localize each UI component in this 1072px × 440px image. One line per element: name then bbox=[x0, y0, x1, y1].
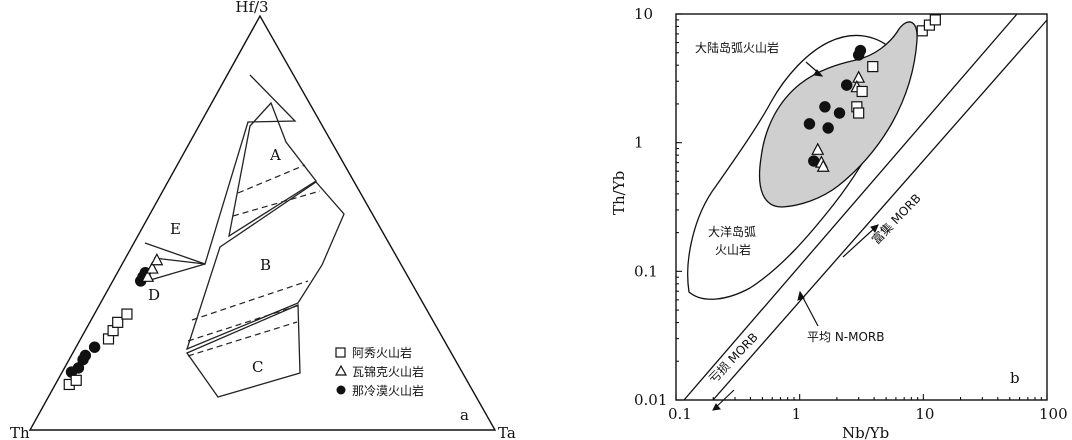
ternary-point-square-16 bbox=[121, 308, 133, 320]
scatter-point-circle-0-4 bbox=[833, 107, 846, 119]
field-a-dash-1 bbox=[237, 164, 306, 194]
scatter-point-circle-0-5 bbox=[803, 118, 816, 130]
y-tick-label-2: 1 bbox=[634, 134, 644, 152]
ternary-point-triangle-8 bbox=[141, 269, 155, 282]
ternary-point-triangle-10 bbox=[150, 252, 164, 266]
field-b-dash-1 bbox=[191, 280, 309, 321]
scatter-background bbox=[675, 13, 1048, 401]
scatter-point-square-2-6 bbox=[853, 107, 865, 119]
ternary-diagram: A B C D E Hf/3 Th Ta a 阿秀火山岩 瓦锦克火山岩 那冷漠火… bbox=[10, 0, 516, 440]
y-tick-label-0: 0.01 bbox=[634, 391, 667, 409]
scatter-point-triangle-1-0 bbox=[852, 70, 866, 83]
ternary-point-circle-4 bbox=[88, 341, 101, 353]
scatter-point-square-2-3 bbox=[867, 61, 879, 73]
scatter-point-triangle-1-2 bbox=[811, 142, 825, 155]
enriched-arrow-line bbox=[842, 224, 879, 258]
x-tick-label-1: 1 bbox=[792, 405, 802, 423]
x-tick-label-3: 100 bbox=[1039, 405, 1068, 423]
field-a-boundary bbox=[228, 101, 317, 238]
apex-label-right: Ta bbox=[498, 424, 516, 440]
legend-triangle-symbol bbox=[334, 364, 348, 376]
field-d-boundary bbox=[139, 257, 206, 284]
ternary-outline bbox=[28, 14, 497, 431]
field-label-average-nmorb: 平均 N-MORB bbox=[807, 330, 885, 344]
field-label-oceanic-arc-1: 大洋岛弧 bbox=[708, 224, 756, 239]
scatter-point-circle-0-2 bbox=[840, 79, 853, 91]
legend-square-label: 阿秀火山岩 bbox=[352, 345, 412, 360]
scatter-point-square-2-0 bbox=[916, 25, 928, 37]
nmorb-arrow-head bbox=[797, 290, 805, 301]
scatter-ylabel: Th/Yb bbox=[610, 171, 628, 215]
field-label-e: E bbox=[170, 220, 181, 238]
ternary-point-square-15 bbox=[112, 316, 124, 328]
ternary-panel-label: a bbox=[460, 406, 469, 424]
scatter-point-circle-0-3 bbox=[819, 101, 831, 113]
ternary-point-circle-3 bbox=[79, 349, 92, 362]
field-label-c: C bbox=[252, 358, 263, 376]
ternary-legend: 阿秀火山岩 瓦锦克火山岩 那冷漠火山岩 bbox=[334, 345, 424, 398]
scatter-point-circle-0-6 bbox=[822, 122, 834, 134]
scatter-point-triangle-1-4 bbox=[816, 159, 830, 172]
scatter-point-square-2-2 bbox=[929, 14, 941, 26]
continental-arc-pointer-head bbox=[813, 69, 824, 77]
ternary-points bbox=[63, 252, 164, 391]
morb-array-lower-line bbox=[712, 19, 1048, 401]
ternary-point-triangle-9 bbox=[145, 261, 159, 274]
ternary-fields: A B C D E Hf/3 Th Ta a 阿秀火山岩 瓦锦克火山岩 那冷漠火… bbox=[10, 0, 516, 440]
field-label-enriched-morb: 富集 MORB bbox=[868, 190, 923, 247]
apex-label-left: Th bbox=[10, 424, 30, 440]
legend-square-symbol bbox=[335, 347, 346, 358]
field-label-continental-arc: 大陆岛弧火山岩 bbox=[695, 40, 779, 55]
legend-circle-label: 那冷漠火山岩 bbox=[352, 383, 424, 398]
legend-triangle-label: 瓦锦克火山岩 bbox=[352, 364, 424, 379]
scatter-point-square-2-4 bbox=[856, 85, 868, 98]
legend-circle-symbol bbox=[336, 385, 346, 395]
x-tick-label-2: 10 bbox=[915, 405, 934, 423]
field-label-d: D bbox=[148, 286, 160, 304]
field-label-a: A bbox=[269, 146, 281, 164]
field-c-boundary bbox=[186, 304, 301, 398]
field-e-boundary bbox=[144, 74, 297, 265]
scatter-points bbox=[803, 14, 941, 172]
field-c-dash-1 bbox=[187, 321, 298, 357]
scatter-plot-frame bbox=[675, 13, 1048, 401]
field-label-oceanic-arc-2: 火山岩 bbox=[715, 242, 751, 257]
y-tick-label-1: 0.1 bbox=[634, 262, 658, 280]
x-tick-label-0: 0.1 bbox=[668, 405, 692, 423]
field-b-boundary bbox=[185, 181, 345, 351]
field-label-b: B bbox=[260, 256, 271, 274]
scatter-panel-label: b bbox=[1010, 369, 1020, 387]
scatter-point-circle-0-1 bbox=[852, 49, 865, 61]
enriched-arrow-head bbox=[870, 224, 879, 233]
morb-array-upper-line bbox=[683, 13, 1018, 401]
field-a-dash-2 bbox=[232, 190, 321, 217]
scatter-xlabel: Nb/Yb bbox=[842, 424, 889, 440]
ternary-point-square-12 bbox=[70, 374, 82, 386]
apex-label-top: Hf/3 bbox=[235, 0, 268, 16]
depleted-arrow-head bbox=[712, 403, 721, 411]
y-tick-label-3: 10 bbox=[634, 5, 653, 23]
